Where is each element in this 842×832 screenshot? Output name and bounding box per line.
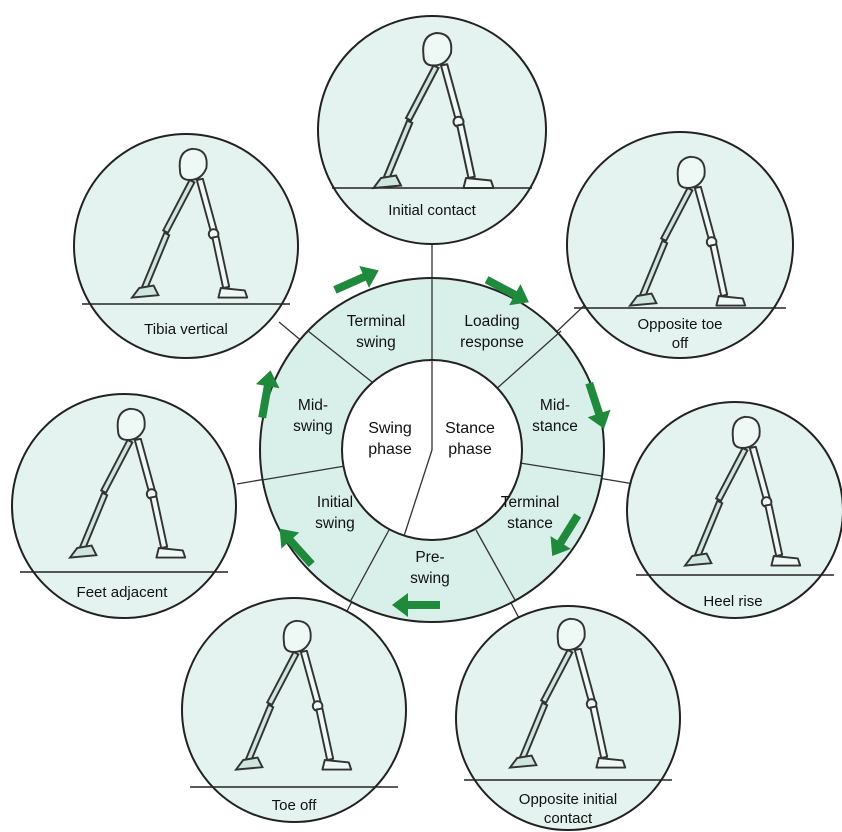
picture-label-opposite-toe-off-1: Opposite toe [637,316,722,333]
segment-mid-swing-2: swing [293,418,333,435]
picture-label-opposite-initial-contact-1: Opposite initial [519,791,617,808]
swing-phase-label-1: Swing [368,420,412,437]
picture-label-opposite-initial-contact-2: contact [544,810,593,827]
segment-pre-swing-2: swing [410,570,450,587]
segment-mid-stance-1: Mid- [540,397,570,414]
segment-mid-stance-2: stance [532,418,578,435]
picture-label-feet-adjacent: Feet adjacent [77,584,169,601]
picture-initial-contact: Initial contact [318,16,546,244]
segment-mid-swing-1: Mid- [298,397,328,414]
picture-label-heel-rise: Heel rise [703,593,762,610]
picture-feet-adjacent: Feet adjacent [12,394,236,618]
swing-phase-label-2: phase [368,441,412,458]
segment-pre-swing-1: Pre- [415,549,444,566]
picture-label-opposite-toe-off-2: off [672,335,689,352]
segment-terminal-stance-1: Terminal [501,494,560,511]
segment-initial-swing-2: swing [315,515,355,532]
stance-phase-label-1: Stance [445,420,495,437]
picture-label-tibia-vertical: Tibia vertical [144,321,228,338]
picture-heel-rise: Heel rise [627,402,842,618]
segment-terminal-swing-2: swing [356,334,396,351]
segment-initial-swing-1: Initial [317,494,353,511]
picture-opposite-toe-off: Opposite toe off [567,132,793,358]
segment-terminal-stance-2: stance [507,515,553,532]
picture-opposite-initial-contact: Opposite initial contact [456,606,680,830]
segment-loading-response-2: response [460,334,524,351]
stance-phase-label-2: phase [448,441,492,458]
segment-loading-response-1: Loading [464,313,519,330]
picture-label-toe-off: Toe off [272,797,318,814]
picture-tibia-vertical: Tibia vertical [74,134,298,358]
picture-toe-off: Toe off [182,598,406,822]
segment-terminal-swing-1: Terminal [347,313,406,330]
picture-label-initial-contact: Initial contact [388,202,476,219]
